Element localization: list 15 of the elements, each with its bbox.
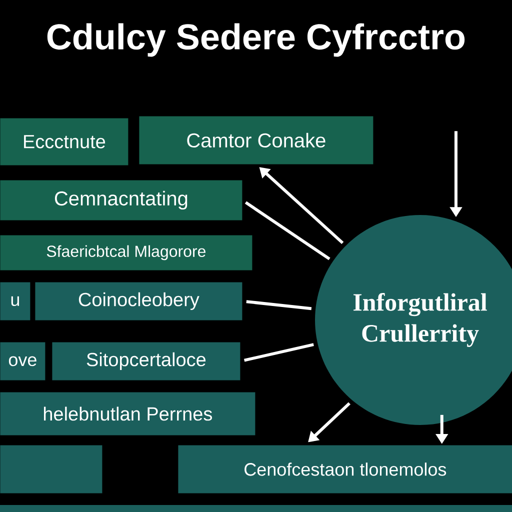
process-box: Coinocleobery: [35, 282, 242, 320]
process-box: Camtor Conake: [139, 116, 374, 164]
process-box: Eccctnute: [0, 118, 128, 166]
process-box: Sitopcertaloce: [52, 342, 240, 380]
empty-box: [0, 445, 102, 494]
process-box: Cenofcestaon tlonemolos: [178, 445, 512, 494]
process-box: Sfaericbtcal Mlagorore: [0, 235, 252, 270]
title: Cdulcy Sedere Cyfrcctro: [47, 23, 465, 57]
connector-line: [244, 201, 330, 260]
process-box: helebnutlan Perrnes: [0, 392, 256, 436]
connector-line: [244, 343, 314, 362]
process-box: ove: [0, 342, 46, 380]
process-box: u: [0, 282, 30, 320]
connector-line: [246, 300, 312, 310]
process-box: Cemnacntating: [0, 180, 242, 220]
